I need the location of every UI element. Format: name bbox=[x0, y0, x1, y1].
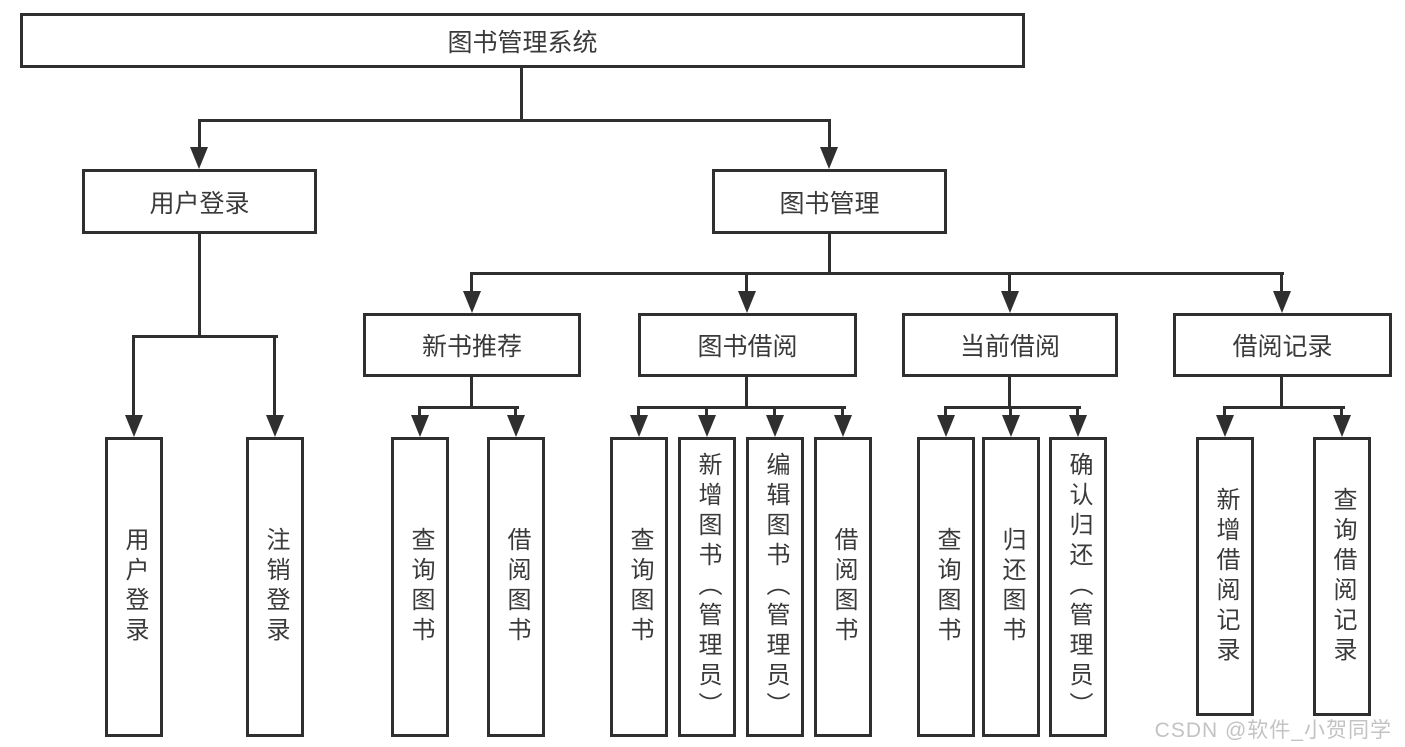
arrowhead bbox=[190, 147, 208, 169]
arrowhead bbox=[266, 415, 284, 437]
connector-line bbox=[1280, 272, 1283, 294]
node-current-borrowing: 当前借阅 bbox=[902, 313, 1118, 377]
connector-line bbox=[198, 119, 201, 151]
connector-line bbox=[470, 272, 473, 294]
leaf-label: 查询借阅记录 bbox=[1329, 486, 1356, 667]
connector-line bbox=[705, 406, 708, 418]
connector-line bbox=[132, 335, 135, 419]
arrowhead bbox=[937, 415, 955, 437]
leaf-borrow-books: 借阅图书 bbox=[814, 437, 872, 737]
leaf-label: 查询图书 bbox=[933, 527, 960, 647]
node-borrowing-records: 借阅记录 bbox=[1173, 313, 1392, 377]
node-book-management: 图书管理 bbox=[712, 169, 947, 234]
leaf-label: 新增图书（管理员） bbox=[694, 452, 721, 722]
connector-line bbox=[828, 119, 831, 151]
connector-line bbox=[1009, 406, 1012, 418]
connector-line bbox=[637, 406, 846, 409]
connector-line bbox=[198, 119, 831, 122]
arrowhead bbox=[411, 415, 429, 437]
connector-line bbox=[1280, 377, 1283, 408]
connector-line bbox=[944, 406, 947, 418]
arrowhead bbox=[630, 415, 648, 437]
leaf-borrow-books-recommend: 借阅图书 bbox=[487, 437, 545, 737]
connector-line bbox=[637, 406, 640, 418]
connector-line bbox=[132, 335, 278, 338]
leaf-edit-books-admin: 编辑图书（管理员） bbox=[746, 437, 804, 737]
connector-line bbox=[1008, 272, 1011, 294]
node-library-management-system: 图书管理系统 bbox=[20, 13, 1025, 68]
leaf-query-borrow-record: 查询借阅记录 bbox=[1313, 437, 1371, 716]
leaf-query-books-current: 查询图书 bbox=[917, 437, 975, 737]
leaf-return-books: 归还图书 bbox=[982, 437, 1040, 737]
arrowhead bbox=[507, 415, 525, 437]
leaf-query-books-recommend: 查询图书 bbox=[391, 437, 449, 737]
leaf-label: 确认归还（管理员） bbox=[1065, 452, 1092, 722]
connector-line bbox=[470, 272, 1284, 275]
node-book-borrowing: 图书借阅 bbox=[638, 313, 857, 377]
node-user-login: 用户登录 bbox=[82, 169, 317, 234]
arrowhead bbox=[1216, 415, 1234, 437]
arrowhead bbox=[698, 415, 716, 437]
leaf-label: 借阅图书 bbox=[830, 527, 857, 647]
connector-line bbox=[745, 272, 748, 294]
arrowhead bbox=[1001, 291, 1019, 313]
leaf-logout-login: 注销登录 bbox=[246, 437, 304, 737]
arrowhead bbox=[1273, 291, 1291, 313]
leaf-label: 新增借阅记录 bbox=[1212, 486, 1239, 667]
connector-line bbox=[514, 406, 517, 418]
connector-line bbox=[198, 234, 201, 337]
arrowhead bbox=[820, 147, 838, 169]
connector-line bbox=[745, 377, 748, 408]
leaf-user-login: 用户登录 bbox=[105, 437, 163, 737]
node-new-book-recommendation: 新书推荐 bbox=[363, 313, 581, 377]
arrowhead bbox=[1333, 415, 1351, 437]
connector-line bbox=[273, 335, 276, 419]
connector-line bbox=[944, 406, 1081, 409]
connector-line bbox=[841, 406, 844, 418]
arrowhead bbox=[834, 415, 852, 437]
connector-line bbox=[470, 377, 473, 408]
connector-line bbox=[1223, 406, 1226, 418]
leaf-label: 注销登录 bbox=[262, 527, 289, 647]
leaf-label: 归还图书 bbox=[998, 527, 1025, 647]
connector-line bbox=[1223, 406, 1345, 409]
leaf-label: 查询图书 bbox=[626, 527, 653, 647]
connector-line bbox=[1008, 377, 1011, 408]
csdn-watermark: CSDN @软件_小贺同学 bbox=[1154, 719, 1392, 742]
leaf-label: 借阅图书 bbox=[503, 527, 530, 647]
arrowhead bbox=[766, 415, 784, 437]
leaf-label: 编辑图书（管理员） bbox=[762, 452, 789, 722]
leaf-label: 查询图书 bbox=[407, 527, 434, 647]
leaf-label: 用户登录 bbox=[121, 527, 148, 647]
arrowhead bbox=[1069, 415, 1087, 437]
leaf-query-books-borrowing: 查询图书 bbox=[610, 437, 668, 737]
leaf-confirm-return-admin: 确认归还（管理员） bbox=[1049, 437, 1107, 737]
connector-line bbox=[418, 406, 421, 418]
connector-line bbox=[828, 234, 831, 274]
leaf-add-books-admin: 新增图书（管理员） bbox=[678, 437, 736, 737]
connector-line bbox=[418, 406, 519, 409]
leaf-add-borrow-record: 新增借阅记录 bbox=[1196, 437, 1254, 716]
arrowhead bbox=[125, 415, 143, 437]
connector-line bbox=[1340, 406, 1343, 418]
connector-line bbox=[520, 68, 523, 119]
arrowhead bbox=[738, 291, 756, 313]
arrowhead bbox=[1002, 415, 1020, 437]
connector-line bbox=[1076, 406, 1079, 418]
arrowhead bbox=[463, 291, 481, 313]
connector-line bbox=[773, 406, 776, 418]
